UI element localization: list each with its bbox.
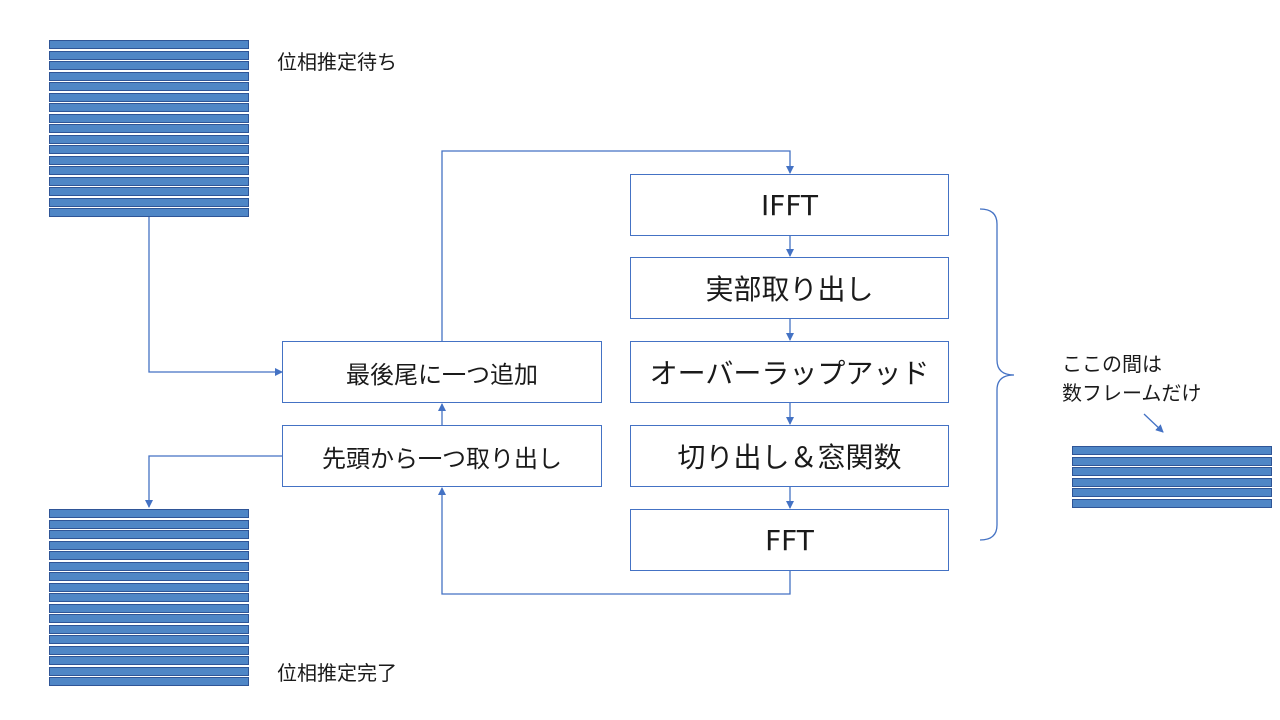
frame-bar bbox=[49, 61, 249, 70]
frame-bar bbox=[49, 551, 249, 560]
frame-bar bbox=[49, 124, 249, 133]
frame-bar bbox=[1072, 456, 1272, 466]
frame-bar bbox=[49, 145, 249, 154]
arrow-append-to-ifft bbox=[441, 150, 794, 342]
frame-bar bbox=[49, 561, 249, 571]
waiting-label: 位相推定待ち bbox=[277, 50, 397, 74]
frame-bar bbox=[1072, 446, 1272, 455]
frame-bar bbox=[49, 614, 249, 623]
frame-bar bbox=[49, 166, 249, 175]
frame-bar bbox=[1072, 488, 1272, 497]
frame-bar bbox=[49, 113, 249, 123]
frame-bar bbox=[49, 187, 249, 196]
overlap-add-box: オーバーラップアッド bbox=[630, 341, 949, 403]
done-frame-stack bbox=[49, 509, 249, 688]
frame-bar bbox=[49, 624, 249, 634]
frame-bar bbox=[49, 645, 249, 655]
frame-bar bbox=[49, 603, 249, 613]
ifft-box: IFFT bbox=[630, 174, 949, 236]
note-line1: ここの間は bbox=[1062, 352, 1162, 376]
frame-bar bbox=[1072, 467, 1272, 476]
frame-bar bbox=[49, 509, 249, 518]
arrow-fft-to-take bbox=[438, 487, 791, 595]
frame-bar bbox=[49, 208, 249, 217]
window-box: 切り出し＆窓関数 bbox=[630, 425, 949, 487]
frame-bar bbox=[49, 677, 249, 686]
waiting-frame-stack bbox=[49, 40, 249, 219]
arrow-take-to-done bbox=[145, 455, 282, 508]
frame-bar bbox=[49, 82, 249, 91]
frame-bar bbox=[49, 92, 249, 102]
frame-bar bbox=[49, 582, 249, 592]
small-frame-stack bbox=[1072, 446, 1272, 509]
done-label: 位相推定完了 bbox=[277, 661, 397, 685]
note-arrow bbox=[1143, 413, 1164, 433]
take-box: 先頭から一つ取り出し bbox=[282, 425, 602, 487]
frame-bar bbox=[49, 40, 249, 49]
frame-bar bbox=[49, 666, 249, 676]
frame-bar bbox=[49, 197, 249, 207]
frame-bar bbox=[49, 50, 249, 60]
frame-bar bbox=[49, 176, 249, 186]
frame-bar bbox=[1072, 498, 1272, 508]
note-line2: 数フレームだけ bbox=[1062, 381, 1202, 405]
frame-bar bbox=[49, 540, 249, 550]
real-part-box: 実部取り出し bbox=[630, 257, 949, 319]
frame-bar bbox=[49, 656, 249, 665]
frame-bar bbox=[49, 635, 249, 644]
frame-bar bbox=[1072, 477, 1272, 487]
frame-bar bbox=[49, 530, 249, 539]
frame-bar bbox=[49, 572, 249, 581]
append-box: 最後尾に一つ追加 bbox=[282, 341, 602, 403]
frame-bar bbox=[49, 519, 249, 529]
curly-brace bbox=[979, 208, 1015, 541]
arrow-waiting-to-append bbox=[148, 209, 283, 376]
frame-bar bbox=[49, 71, 249, 81]
fft-box: FFT bbox=[630, 509, 949, 571]
frame-bar bbox=[49, 593, 249, 602]
frame-bar bbox=[49, 134, 249, 144]
frame-bar bbox=[49, 155, 249, 165]
frame-bar bbox=[49, 103, 249, 112]
